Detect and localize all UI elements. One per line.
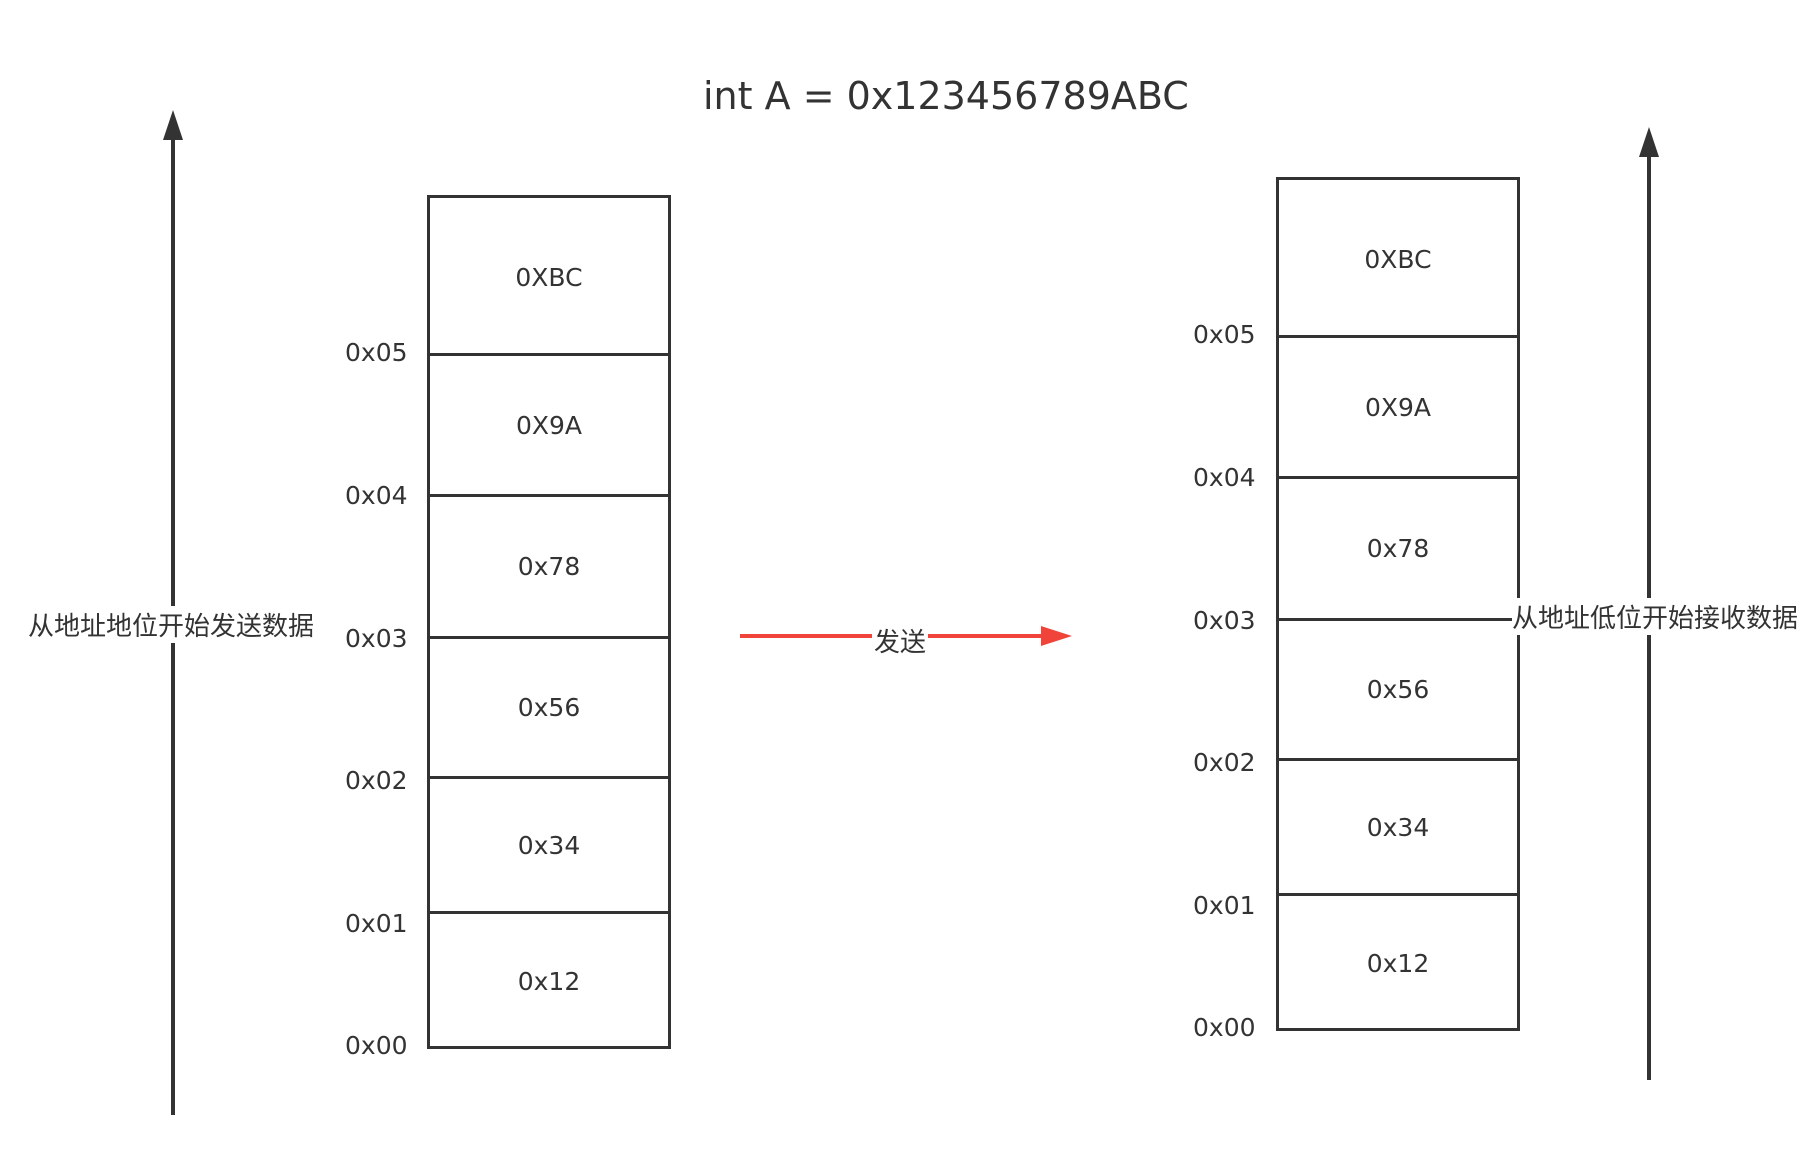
right-address-label: 0x00 (1193, 1013, 1256, 1042)
left-address-label: 0x04 (345, 481, 408, 510)
right-cell-value: 0x78 (1366, 534, 1430, 563)
send-label: 发送 (872, 622, 929, 659)
left-memory-cell: 0x34 (430, 776, 668, 911)
right-cell-value: 0x56 (1366, 675, 1430, 704)
right-direction-arrow-head (1639, 127, 1659, 157)
left-address-label: 0x05 (345, 338, 408, 367)
left-address-label: 0x00 (345, 1031, 408, 1060)
right-address-label: 0x02 (1193, 748, 1256, 777)
right-address-label: 0x05 (1193, 320, 1256, 349)
left-memory-cell: 0X9A (430, 353, 668, 494)
right-address-label: 0x01 (1193, 891, 1256, 920)
left-cell-value: 0x12 (517, 967, 581, 996)
right-address-label: 0x03 (1193, 606, 1256, 635)
left-cell-value: 0x34 (517, 830, 581, 860)
right-direction-label: 从地址低位开始接收数据 (1512, 598, 1799, 635)
diagram-title: int A = 0x123456789ABC (703, 74, 1189, 118)
right-memory-stack: 0XBC 0X9A 0x78 0x56 0x34 0x12 (1276, 177, 1520, 1031)
right-memory-cell: 0XBC (1279, 180, 1517, 338)
send-arrow-head (1041, 626, 1072, 646)
right-cell-value: 0x34 (1366, 812, 1430, 842)
left-cell-value: 0x56 (517, 693, 581, 722)
right-cell-value: 0XBC (1364, 244, 1432, 274)
right-memory-cell: 0x56 (1279, 618, 1517, 758)
left-cell-value: 0X9A (515, 410, 583, 440)
left-address-label: 0x02 (345, 766, 408, 795)
left-direction-arrow-head (163, 110, 183, 140)
left-memory-cell: 0XBC (430, 198, 668, 356)
right-memory-cell: 0x34 (1279, 758, 1517, 893)
right-memory-cell: 0X9A (1279, 335, 1517, 476)
left-direction-label: 从地址地位开始发送数据 (28, 606, 315, 643)
left-cell-value: 0XBC (515, 262, 583, 292)
right-address-label: 0x04 (1193, 463, 1256, 492)
right-memory-cell: 0x12 (1279, 893, 1517, 1031)
left-address-label: 0x03 (345, 624, 408, 653)
left-address-label: 0x01 (345, 909, 408, 938)
right-cell-value: 0x12 (1366, 949, 1430, 978)
left-memory-cell: 0x12 (430, 911, 668, 1049)
left-memory-cell: 0x56 (430, 636, 668, 776)
left-cell-value: 0x78 (517, 552, 581, 581)
left-memory-cell: 0x78 (430, 494, 668, 636)
right-cell-value: 0X9A (1364, 392, 1432, 422)
left-memory-stack: 0XBC 0X9A 0x78 0x56 0x34 0x12 (427, 195, 671, 1049)
right-memory-cell: 0x78 (1279, 476, 1517, 618)
